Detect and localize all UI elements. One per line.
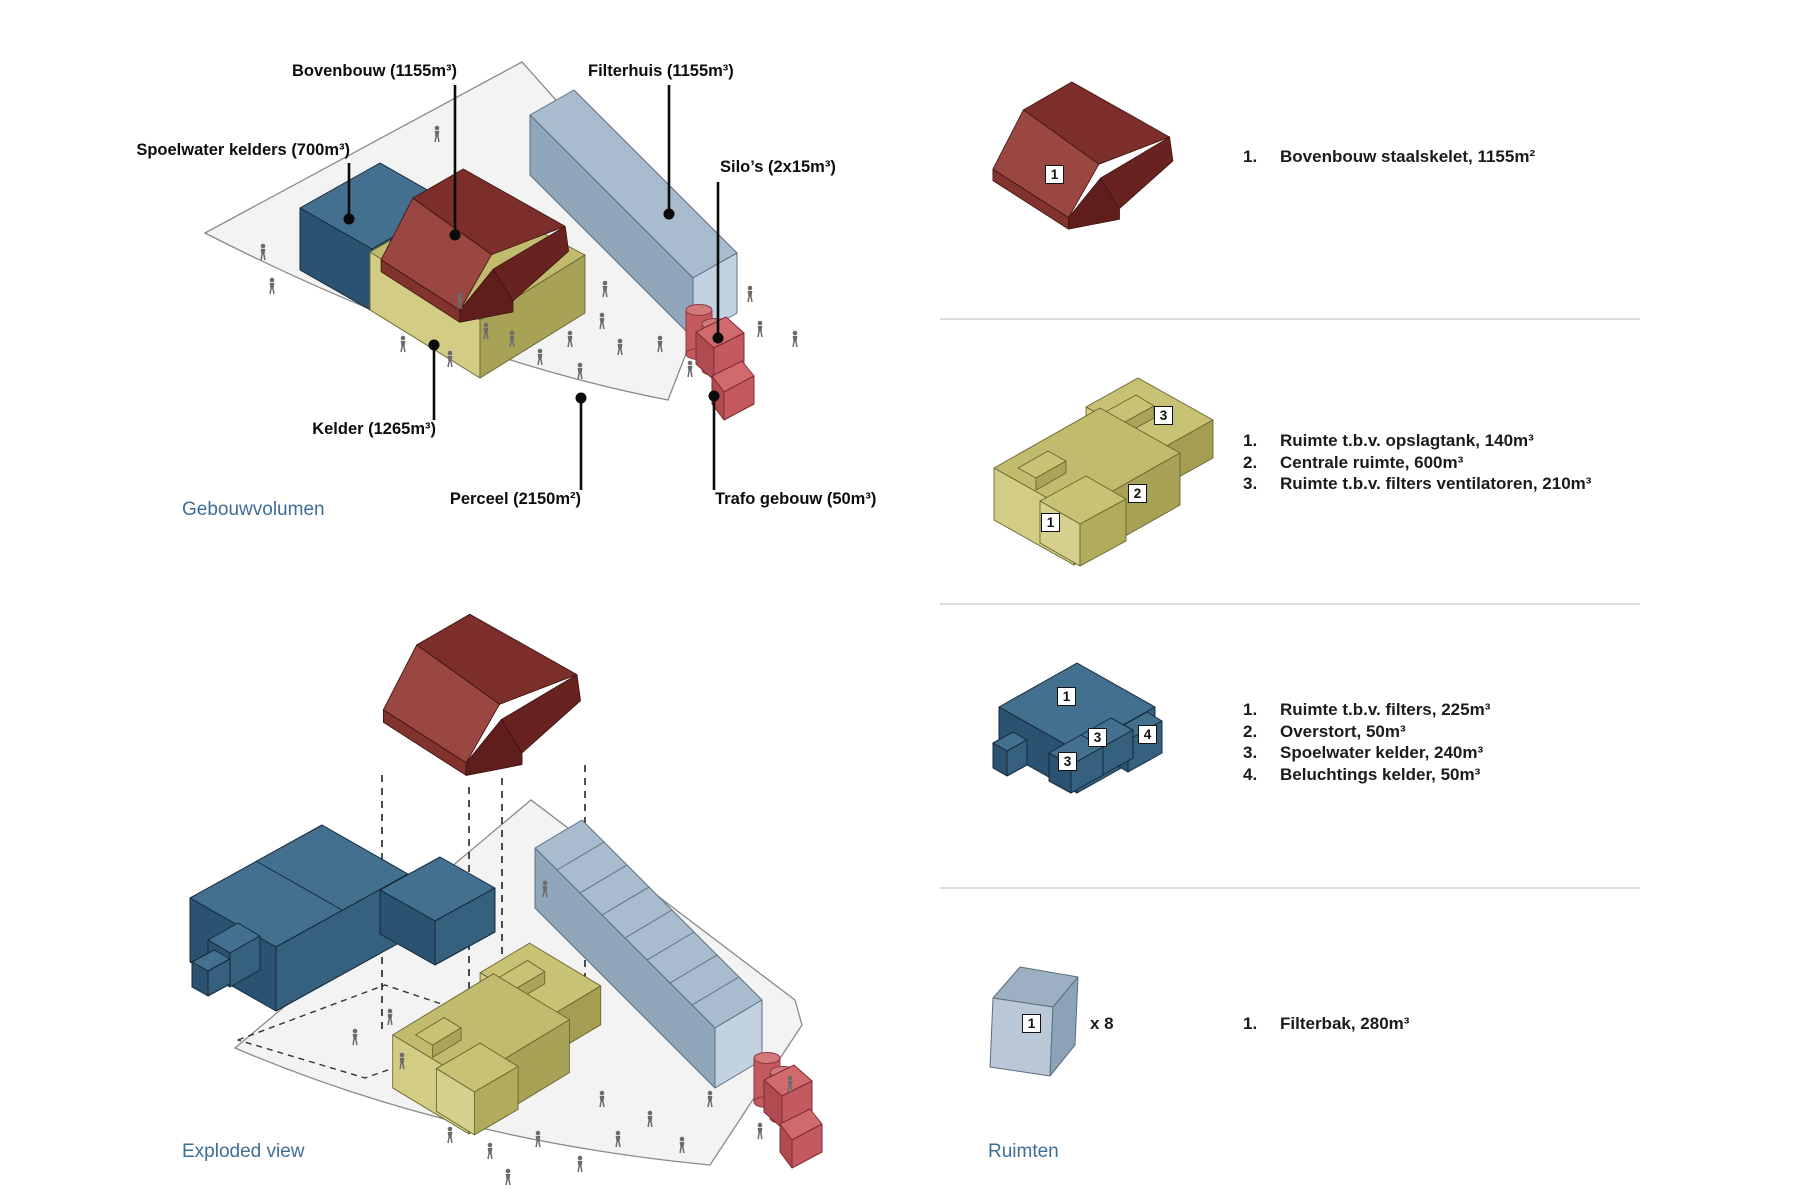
leader-lines <box>343 85 724 490</box>
list-num: 1. <box>1243 1014 1258 1033</box>
list-num: 2. <box>1243 452 1258 472</box>
list-num: 3. <box>1243 743 1258 762</box>
list-num: 2. <box>1243 721 1258 741</box>
badge-s3-3a: 3 <box>1088 728 1107 747</box>
list-text: Ruimte t.b.v. filters, 225m³ <box>1280 700 1491 719</box>
list-text: Bovenbouw staalskelet, 1155m² <box>1280 147 1536 166</box>
list-text: Ruimte t.b.v. opslagtank, 140m³ <box>1280 431 1534 450</box>
list-text: Beluchtings kelder, 50m³ <box>1280 764 1481 784</box>
list-section-4: 1. Filterbak, 280m³ <box>1243 1013 1663 1035</box>
spoelwater-building-exploded <box>189 824 496 1012</box>
badge-s3-4: 4 <box>1138 725 1157 744</box>
list-num: 1. <box>1243 147 1258 166</box>
icon-filterbak <box>989 966 1079 1077</box>
list-text: Filterbak, 280m³ <box>1280 1014 1410 1033</box>
label-spoelwater: Spoelwater kelders (700m³) <box>136 141 350 159</box>
label-silos: Silo’s (2x15m³) <box>720 158 836 176</box>
caption-exploded-view: Exploded view <box>182 1141 305 1162</box>
filterbak-multiplier: x 8 <box>1090 1014 1114 1033</box>
label-bovenbouw: Bovenbouw (1155m³) <box>291 62 457 80</box>
section-divider-2 <box>940 603 1640 605</box>
filterhuis-segmented-exploded <box>534 819 763 1089</box>
badge-s3-1: 1 <box>1057 687 1076 706</box>
icon-filter-rooms <box>992 662 1163 794</box>
list-num: 4. <box>1243 764 1258 784</box>
list-section-2: 1. Ruimte t.b.v. opslagtank, 140m³ 2. Cent… <box>1243 430 1663 495</box>
section-divider-1 <box>940 318 1640 320</box>
list-text: Overstort, 50m³ <box>1280 721 1406 741</box>
badge-s3-3b: 3 <box>1058 752 1077 771</box>
list-text: Centrale ruimte, 600m³ <box>1280 452 1464 472</box>
label-kelder: Kelder (1265m³) <box>312 420 436 438</box>
icon-bovenbouw <box>992 81 1174 230</box>
badge-s2-1: 1 <box>1041 513 1060 532</box>
icon-kelder-rooms <box>993 377 1214 567</box>
badge-s2-2: 2 <box>1128 484 1147 503</box>
list-text: Ruimte t.b.v. filters ventilatoren, 210m… <box>1280 474 1592 493</box>
badge-s1-1: 1 <box>1045 165 1064 184</box>
list-section-3: 1. Ruimte t.b.v. filters, 225m³ 2. Oversto… <box>1243 699 1663 785</box>
list-text: Spoelwater kelder, 240m³ <box>1280 743 1484 762</box>
exploded-view-illustration <box>189 613 823 1186</box>
caption-gebouwvolumen: Gebouwvolumen <box>182 499 325 520</box>
list-num: 1. <box>1243 700 1258 719</box>
section-divider-3 <box>940 887 1640 889</box>
site-volumes-illustration <box>203 61 799 490</box>
badge-s4-1: 1 <box>1022 1014 1041 1033</box>
label-trafo: Trafo gebouw (50m³) <box>715 490 877 508</box>
caption-ruimten: Ruimten <box>988 1141 1059 1162</box>
badge-s2-3: 3 <box>1154 406 1173 425</box>
list-section-1: 1. Bovenbouw staalskelet, 1155m² <box>1243 146 1663 168</box>
list-num: 3. <box>1243 474 1258 493</box>
label-perceel: Perceel (2150m²) <box>449 490 581 508</box>
list-num: 1. <box>1243 431 1258 450</box>
label-filterhuis: Filterhuis (1155m³) <box>588 62 734 80</box>
